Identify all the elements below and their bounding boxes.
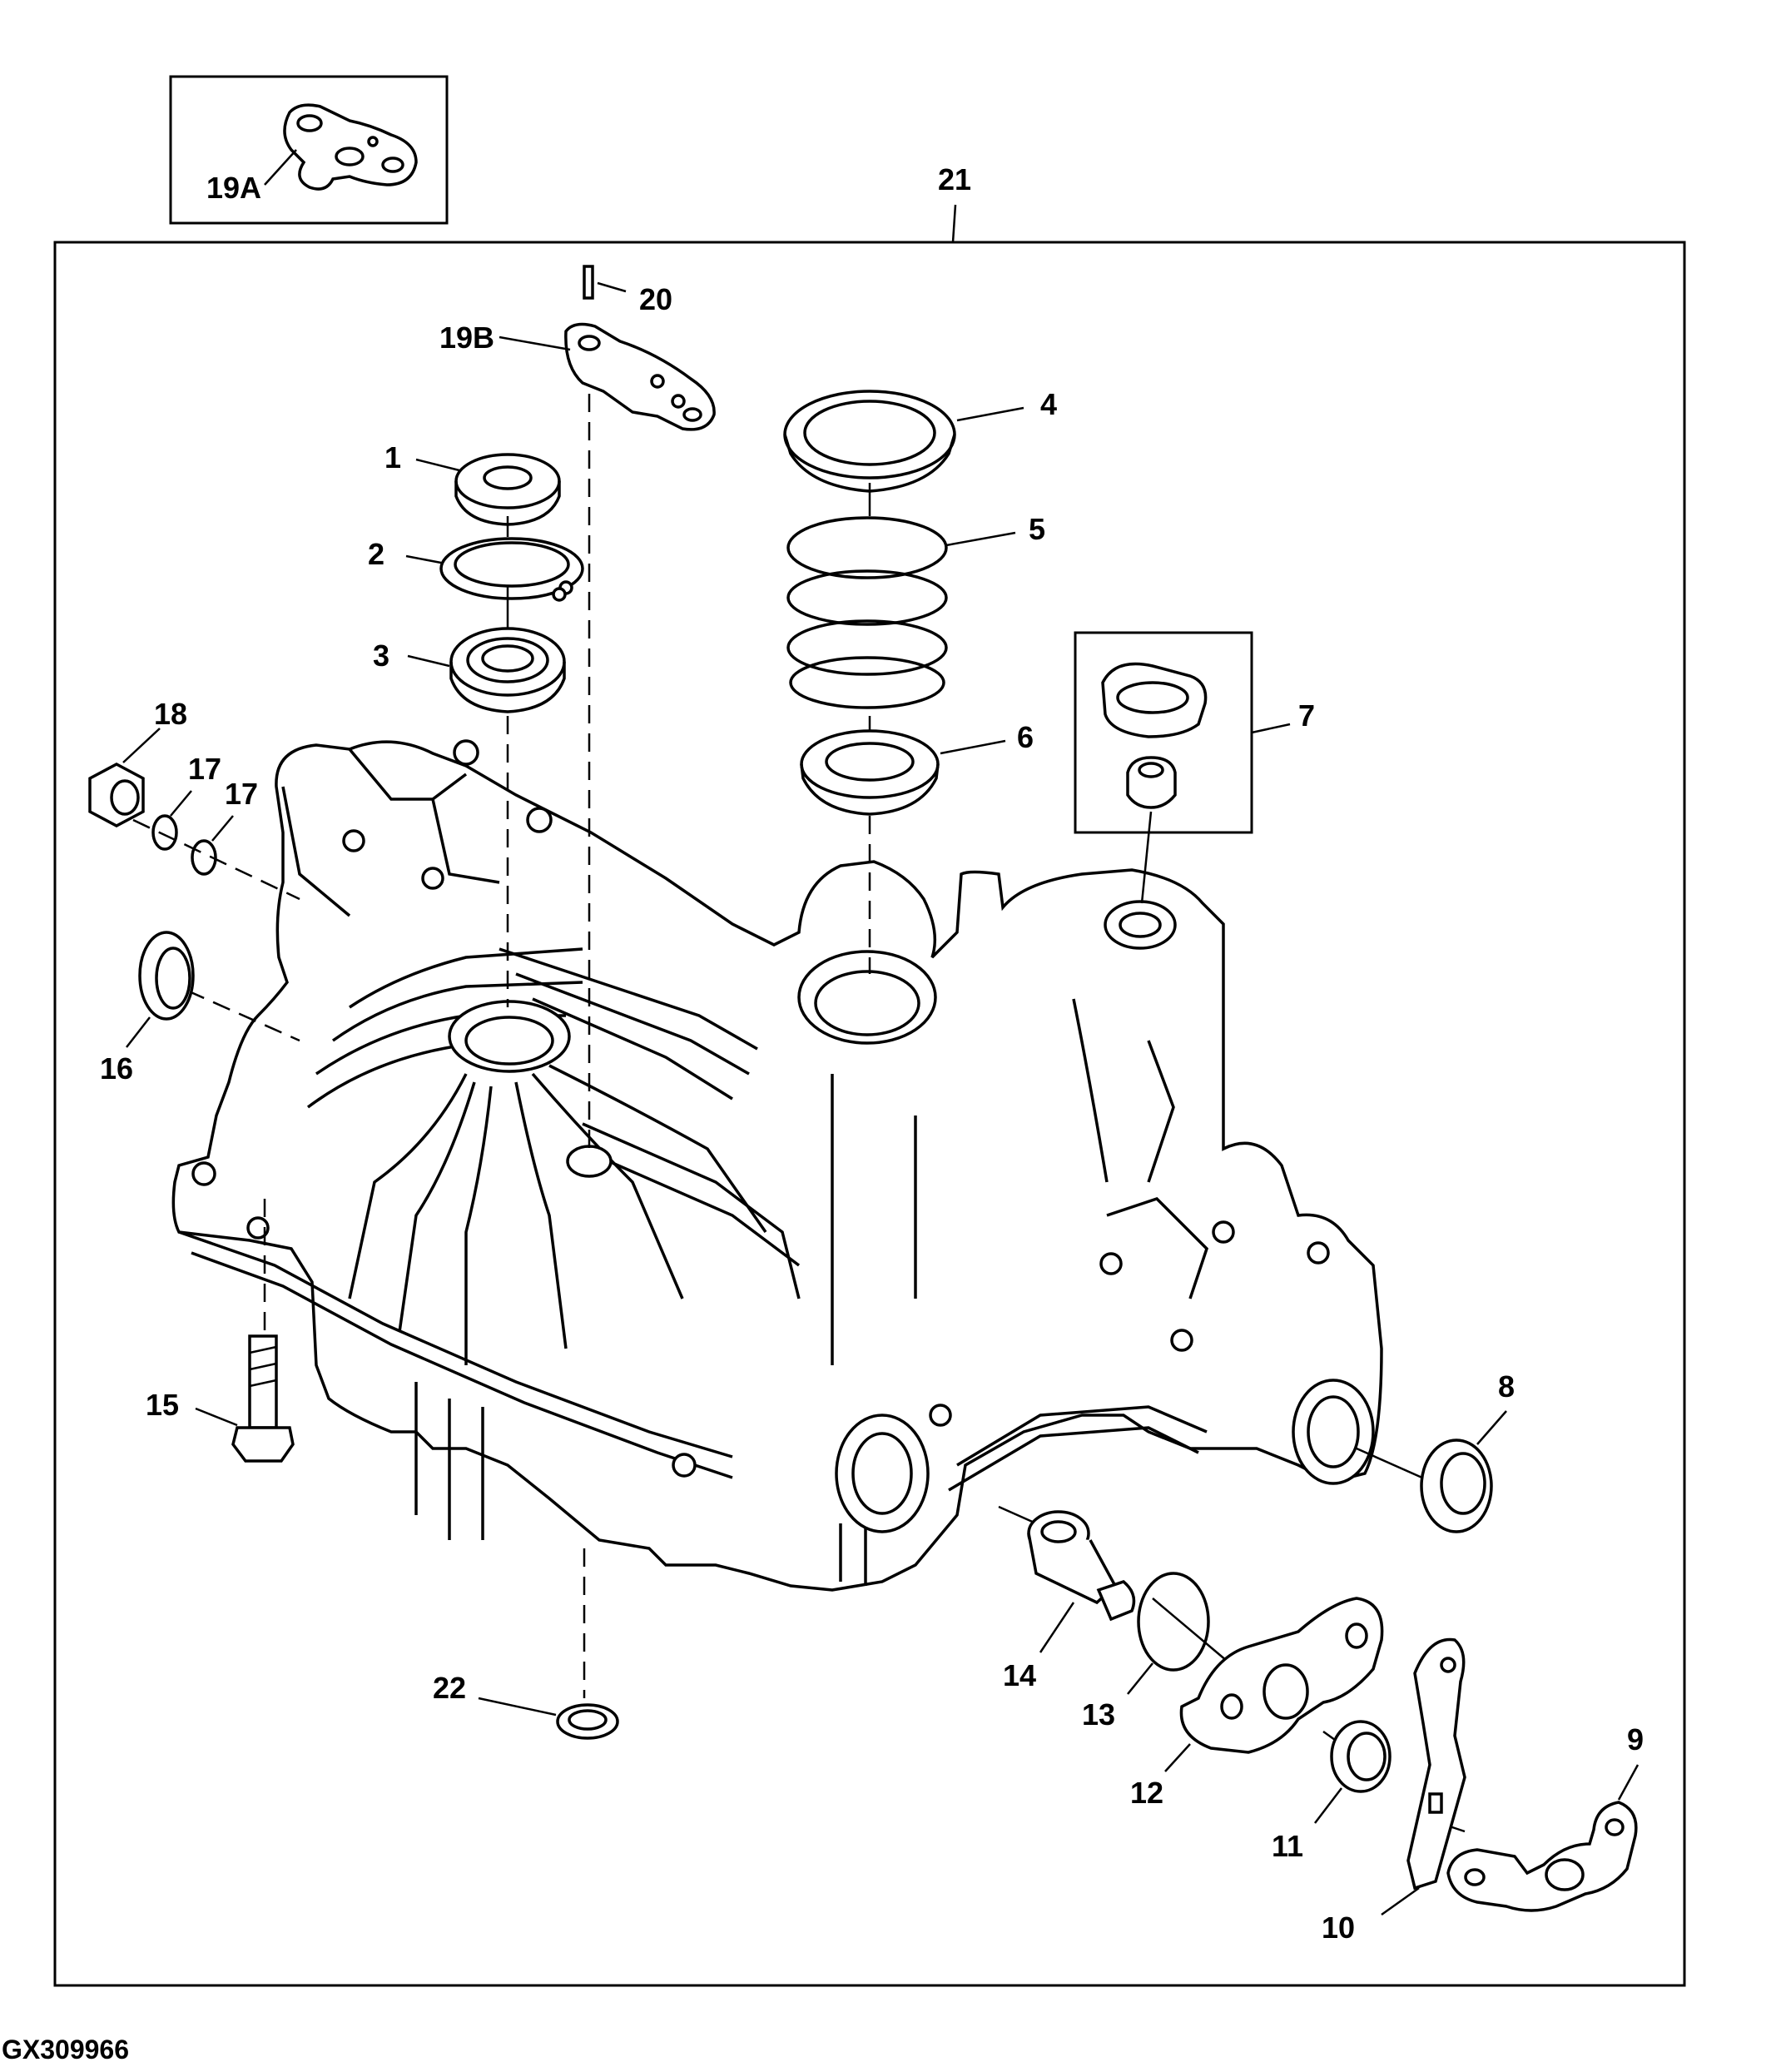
callout-4: 4 bbox=[1040, 387, 1057, 421]
part-2-snap-ring: 2 bbox=[368, 537, 584, 602]
part-7-valve-kit: 7 bbox=[1074, 631, 1315, 834]
callout-11: 11 bbox=[1272, 1829, 1303, 1863]
callout-6: 6 bbox=[1017, 720, 1034, 754]
part-6-spring-seat: 6 bbox=[800, 720, 1034, 816]
bore-bearing-seat bbox=[448, 1000, 571, 1073]
callout-3: 3 bbox=[373, 638, 389, 673]
callout-22: 22 bbox=[433, 1671, 466, 1705]
callout-19a: 19A bbox=[206, 171, 261, 205]
callout-12: 12 bbox=[1130, 1776, 1163, 1810]
part-11-seal: 11 bbox=[1272, 1720, 1392, 1863]
callout-17-a: 17 bbox=[188, 752, 221, 786]
callout-18: 18 bbox=[154, 697, 187, 731]
callout-17-b: 17 bbox=[225, 777, 258, 811]
part-8-seal: 8 bbox=[1420, 1369, 1515, 1533]
bore-pin-boss bbox=[566, 1145, 613, 1178]
part-19b-bracket: 19B bbox=[439, 320, 716, 431]
part-4-cap: 4 bbox=[783, 387, 1057, 493]
part-20-pin: 20 bbox=[583, 265, 672, 316]
transaxle-housing bbox=[171, 740, 1383, 1592]
part-10-arm: 10 bbox=[1322, 1637, 1466, 1945]
bore-axle-right bbox=[1292, 1379, 1375, 1485]
callout-1: 1 bbox=[384, 440, 401, 475]
o-ring-17b bbox=[191, 839, 217, 876]
callout-20: 20 bbox=[639, 282, 672, 316]
part-1-washer: 1 bbox=[384, 440, 561, 526]
callout-8: 8 bbox=[1498, 1369, 1515, 1404]
o-ring-17a bbox=[151, 814, 178, 851]
callout-5: 5 bbox=[1029, 512, 1045, 546]
part-3-bearing: 3 bbox=[373, 627, 566, 713]
callout-7: 7 bbox=[1298, 698, 1315, 733]
assembly-frame-21: 21 bbox=[53, 162, 1686, 1987]
inset-19a: 19A bbox=[169, 75, 449, 225]
bore-spring-seat bbox=[797, 950, 937, 1045]
callout-21: 21 bbox=[938, 162, 971, 196]
part-17-o-rings: 17 17 bbox=[151, 752, 258, 876]
housing-features bbox=[191, 739, 1375, 1533]
part-15-bolt: 15 bbox=[146, 1334, 295, 1463]
part-9-plate: 9 bbox=[1446, 1722, 1644, 1912]
callout-10: 10 bbox=[1322, 1911, 1355, 1945]
part-5-spring: 5 bbox=[786, 512, 1045, 709]
part-22-ring: 22 bbox=[433, 1671, 619, 1740]
callout-15: 15 bbox=[146, 1388, 179, 1422]
figure-id: GX309966 bbox=[2, 2035, 129, 2065]
part-18-nut: 18 bbox=[88, 697, 187, 827]
callout-19b: 19B bbox=[439, 320, 494, 355]
part-13-o-ring: 13 bbox=[1082, 1572, 1210, 1732]
callout-13: 13 bbox=[1082, 1697, 1115, 1732]
callout-16: 16 bbox=[100, 1051, 133, 1086]
part-16-seal: 16 bbox=[100, 931, 195, 1086]
callout-9: 9 bbox=[1627, 1722, 1644, 1756]
callout-14: 14 bbox=[1003, 1658, 1036, 1692]
callout-2: 2 bbox=[368, 537, 384, 571]
part-14-shaft: 14 bbox=[1003, 1510, 1136, 1692]
bore-valve-seat bbox=[1104, 900, 1177, 950]
part-19a-bracket bbox=[283, 103, 418, 191]
bore-axle-left bbox=[835, 1414, 930, 1533]
part-12-bracket-plate: 12 bbox=[1130, 1597, 1384, 1810]
